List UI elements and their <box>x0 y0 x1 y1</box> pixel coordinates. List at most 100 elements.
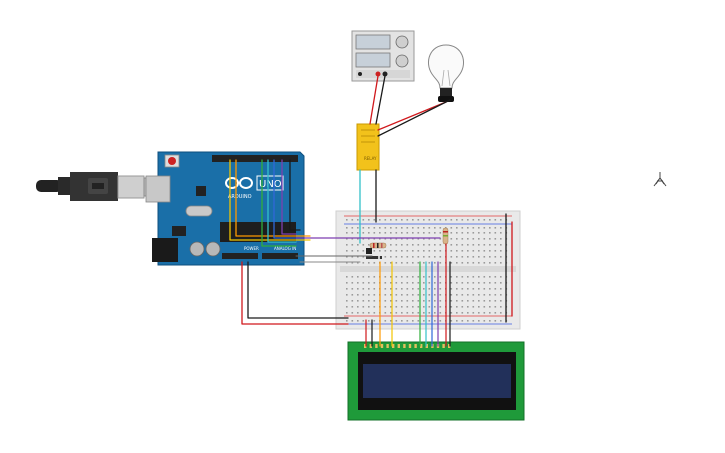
breadboard-hole[interactable] <box>423 320 425 322</box>
breadboard-hole[interactable] <box>346 282 348 284</box>
breadboard-hole[interactable] <box>500 227 502 229</box>
breadboard-hole[interactable] <box>417 282 420 284</box>
breadboard-hole[interactable] <box>384 219 387 221</box>
breadboard-hole[interactable] <box>406 232 409 234</box>
breadboard-hole[interactable] <box>461 256 464 258</box>
breadboard-hole[interactable] <box>406 320 409 322</box>
breadboard-hole[interactable] <box>467 300 469 302</box>
breadboard-hole[interactable] <box>428 232 431 234</box>
breadboard-hole[interactable] <box>357 238 359 240</box>
lcd-pin[interactable] <box>364 344 367 348</box>
lcd-pin[interactable] <box>425 344 428 348</box>
breadboard-hole[interactable] <box>362 227 365 229</box>
breadboard-hole[interactable] <box>351 262 354 264</box>
breadboard-hole[interactable] <box>467 306 469 308</box>
breadboard-hole[interactable] <box>417 227 420 229</box>
breadboard-hole[interactable] <box>494 250 497 252</box>
breadboard-hole[interactable] <box>450 250 453 252</box>
breadboard-hole[interactable] <box>439 300 442 302</box>
breadboard-hole[interactable] <box>478 276 480 278</box>
breadboard-hole[interactable] <box>472 256 475 258</box>
breadboard-hole[interactable] <box>461 294 464 296</box>
breadboard-hole[interactable] <box>384 306 387 308</box>
breadboard-hole[interactable] <box>478 250 480 252</box>
breadboard-hole[interactable] <box>472 294 475 296</box>
breadboard-hole[interactable] <box>450 238 453 240</box>
breadboard-hole[interactable] <box>434 227 436 229</box>
breadboard-hole[interactable] <box>461 232 464 234</box>
breadboard-hole[interactable] <box>461 276 464 278</box>
breadboard-hole[interactable] <box>428 300 431 302</box>
breadboard-hole[interactable] <box>439 320 442 322</box>
breadboard-hole[interactable] <box>362 244 365 246</box>
lcd-pin[interactable] <box>408 344 412 348</box>
breadboard-hole[interactable] <box>434 219 436 221</box>
breadboard-hole[interactable] <box>401 262 403 264</box>
lcd-pin[interactable] <box>386 344 389 348</box>
breadboard-hole[interactable] <box>489 256 491 258</box>
breadboard-hole[interactable] <box>373 294 376 296</box>
breadboard-hole[interactable] <box>390 232 392 234</box>
breadboard-hole[interactable] <box>434 276 436 278</box>
breadboard-hole[interactable] <box>428 294 431 296</box>
breadboard-hole[interactable] <box>373 320 376 322</box>
breadboard-hole[interactable] <box>439 262 442 264</box>
breadboard-hole[interactable] <box>357 294 359 296</box>
breadboard-hole[interactable] <box>362 300 365 302</box>
breadboard-hole[interactable] <box>351 312 354 314</box>
lcd-pin[interactable] <box>375 344 378 348</box>
breadboard-hole[interactable] <box>478 244 480 246</box>
breadboard-hole[interactable] <box>472 250 475 252</box>
breadboard-hole[interactable] <box>450 282 453 284</box>
breadboard-hole[interactable] <box>423 256 425 258</box>
breadboard-hole[interactable] <box>489 282 491 284</box>
breadboard-hole[interactable] <box>467 276 469 278</box>
breadboard-hole[interactable] <box>456 250 458 252</box>
breadboard-hole[interactable] <box>456 306 458 308</box>
breadboard-hole[interactable] <box>390 219 392 221</box>
breadboard-hole[interactable] <box>412 232 414 234</box>
usb-cable-icon[interactable] <box>36 172 163 201</box>
breadboard-hole[interactable] <box>456 282 458 284</box>
breadboard-hole[interactable] <box>395 288 398 290</box>
breadboard-hole[interactable] <box>417 244 420 246</box>
breadboard-hole[interactable] <box>478 306 480 308</box>
breadboard-hole[interactable] <box>379 250 381 252</box>
breadboard-hole[interactable] <box>395 244 398 246</box>
breadboard-hole[interactable] <box>489 306 491 308</box>
breadboard-hole[interactable] <box>362 306 365 308</box>
breadboard-hole[interactable] <box>346 227 348 229</box>
breadboard-hole[interactable] <box>439 238 442 240</box>
breadboard-hole[interactable] <box>434 262 436 264</box>
breadboard-hole[interactable] <box>379 232 381 234</box>
breadboard-hole[interactable] <box>423 219 425 221</box>
breadboard-hole[interactable] <box>423 232 425 234</box>
breadboard-hole[interactable] <box>346 262 348 264</box>
breadboard-hole[interactable] <box>368 300 370 302</box>
breadboard-hole[interactable] <box>461 262 464 264</box>
breadboard-hole[interactable] <box>401 300 403 302</box>
breadboard-hole[interactable] <box>450 312 453 314</box>
breadboard-hole[interactable] <box>456 294 458 296</box>
breadboard-hole[interactable] <box>373 306 376 308</box>
breadboard-hole[interactable] <box>357 256 359 258</box>
power-supply[interactable] <box>351 30 415 82</box>
breadboard-hole[interactable] <box>483 219 486 221</box>
breadboard-hole[interactable] <box>456 244 458 246</box>
breadboard-hole[interactable] <box>390 262 392 264</box>
lcd-pin[interactable] <box>392 344 395 348</box>
breadboard-hole[interactable] <box>417 262 420 264</box>
breadboard-hole[interactable] <box>478 300 480 302</box>
breadboard-hole[interactable] <box>428 320 431 322</box>
breadboard-hole[interactable] <box>434 238 436 240</box>
breadboard-hole[interactable] <box>500 256 502 258</box>
breadboard-hole[interactable] <box>357 250 359 252</box>
breadboard-hole[interactable] <box>401 312 403 314</box>
breadboard-hole[interactable] <box>412 312 414 314</box>
breadboard-hole[interactable] <box>417 256 420 258</box>
breadboard-hole[interactable] <box>439 282 442 284</box>
breadboard-hole[interactable] <box>351 306 354 308</box>
breadboard-hole[interactable] <box>461 250 464 252</box>
breadboard-hole[interactable] <box>434 288 436 290</box>
breadboard-hole[interactable] <box>494 288 497 290</box>
